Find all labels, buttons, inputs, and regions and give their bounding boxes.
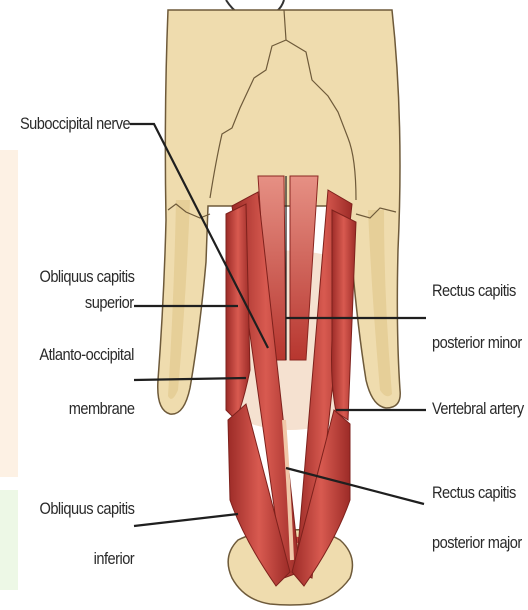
label-rectus-minor-line1: Rectus capitis (432, 280, 516, 301)
leader-obliquus-inferior (134, 514, 238, 526)
obliquus-superior-left (226, 204, 250, 420)
label-suboccipital-nerve: Suboccipital nerve (20, 113, 130, 134)
label-obliquus-superior-line2: superior (85, 292, 134, 313)
label-rectus-minor-line2: posterior minor (432, 332, 522, 353)
label-atlanto-occipital-line2: membrane (68, 398, 134, 419)
label-rectus-major-line1: Rectus capitis (432, 482, 516, 503)
label-obliquus-inferior-line2: inferior (93, 548, 134, 569)
label-obliquus-superior-line1: Obliquus capitis (39, 266, 134, 287)
obliquus-superior-right (332, 210, 357, 420)
label-vertebral-artery: Vertebral artery (432, 398, 524, 419)
label-obliquus-inferior-line1: Obliquus capitis (39, 498, 134, 519)
label-atlanto-occipital-line1: Atlanto-occipital (40, 344, 134, 365)
label-rectus-major-line2: posterior major (432, 532, 522, 553)
